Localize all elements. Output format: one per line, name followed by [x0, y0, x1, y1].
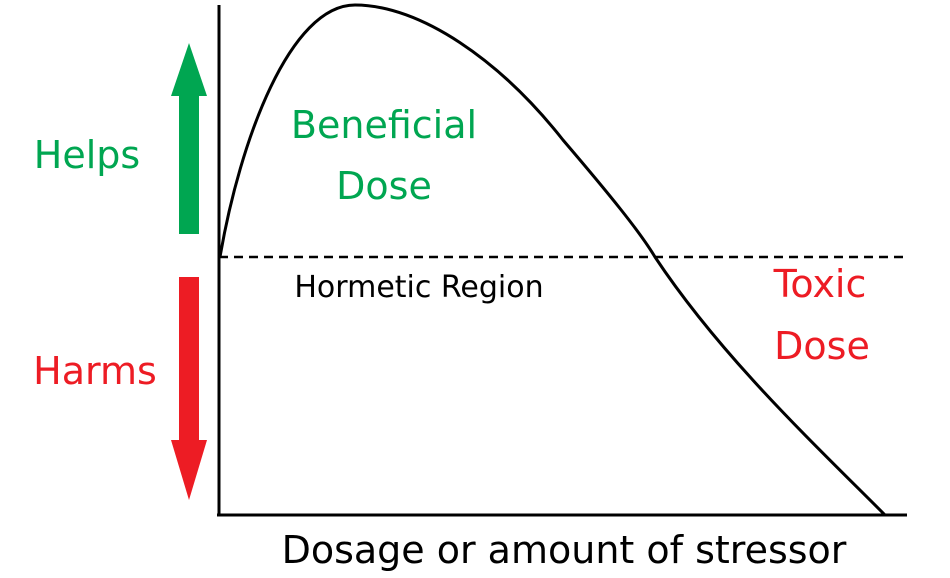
beneficial-dose-label-line2: Dose	[336, 164, 432, 208]
beneficial-dose-label-line1: Beneficial	[291, 103, 477, 147]
x-axis-label: Dosage or amount of stressor	[282, 528, 847, 572]
toxic-dose-label-line2: Dose	[774, 324, 870, 368]
arrow-down-icon	[171, 277, 207, 500]
arrow-up-icon	[171, 43, 207, 234]
toxic-dose-label-line1: Toxic	[773, 262, 867, 306]
harms-arrow-shaft	[179, 277, 199, 445]
helps-label: Helps	[34, 133, 140, 177]
hormetic-region-label: Hormetic Region	[294, 270, 543, 305]
dose-response-curve	[218, 3, 887, 517]
helps-arrow-head	[171, 43, 207, 96]
harms-arrow-head	[171, 440, 207, 500]
harms-label: Harms	[33, 349, 157, 393]
helps-arrow-shaft	[179, 90, 199, 234]
